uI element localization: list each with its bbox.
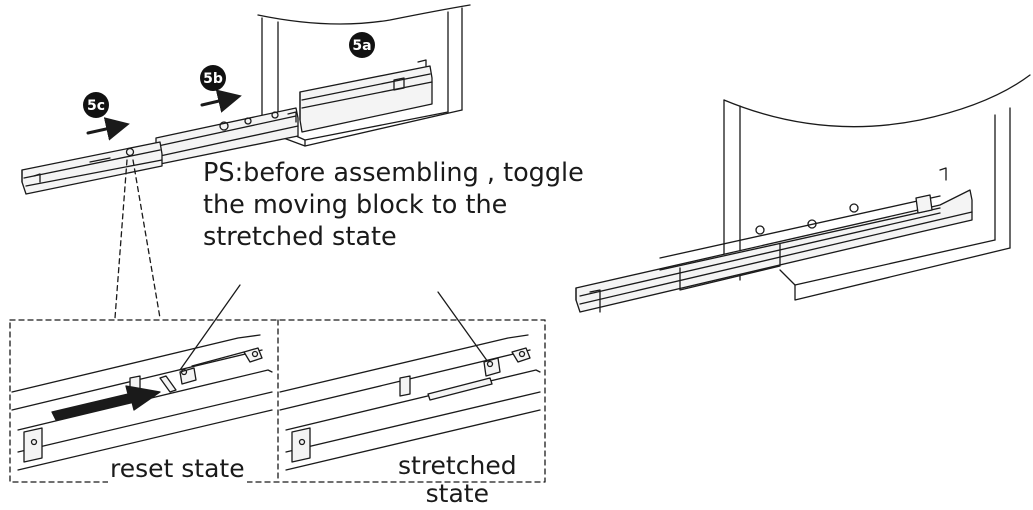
badge-step-5a: 5a xyxy=(349,32,375,58)
badge-step-5c: 5c xyxy=(83,92,109,118)
badge-step-5b-text: 5b xyxy=(203,71,223,87)
stretched-state-label: stretched state xyxy=(396,452,519,508)
assembly-note: PS:before assembling , toggle the moving… xyxy=(203,157,673,253)
badge-step-5a-text: 5a xyxy=(352,38,371,54)
push-arrow xyxy=(51,385,161,421)
stretched-state-label-line-1: stretched xyxy=(396,451,519,480)
assembled-rail-right xyxy=(575,167,973,313)
stretched-state-label-line-2: state xyxy=(425,479,489,508)
step-arrows xyxy=(86,89,242,141)
reset-state-label: reset state xyxy=(108,454,247,483)
assembly-note-line-2: the moving block to the xyxy=(203,190,508,220)
inset-reset-rail xyxy=(11,334,273,471)
middle-rail-left xyxy=(155,107,299,165)
inset-frame xyxy=(9,319,546,483)
assembly-note-line-3: stretched state xyxy=(203,222,397,252)
badge-step-5c-text: 5c xyxy=(87,98,105,114)
badge-step-5b: 5b xyxy=(200,65,226,91)
zoom-guide-lines xyxy=(114,159,161,319)
inset-stretched-rail xyxy=(279,334,541,471)
outer-rail-left xyxy=(299,59,433,133)
note-pointer-lines xyxy=(179,284,489,371)
assembly-note-line-1: PS:before assembling , toggle xyxy=(203,158,584,188)
inner-rail-left xyxy=(21,141,163,195)
